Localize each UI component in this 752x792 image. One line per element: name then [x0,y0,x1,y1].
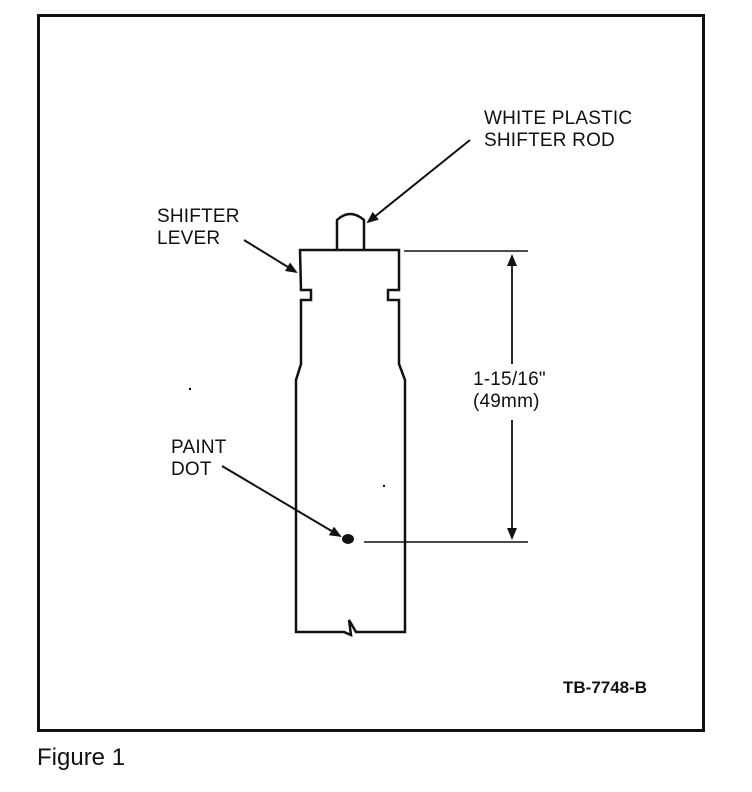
lever-label-line2: LEVER [157,228,221,249]
lever-label-line1: SHIFTER [157,206,240,227]
scan-speck [188,387,192,391]
lever-leader-arrow [243,239,298,274]
rod-leader-arrow [366,139,471,224]
paint-dot [342,534,354,544]
dot-label-line2: DOT [171,459,212,480]
rod-label-line2: SHIFTER ROD [484,130,615,151]
rod-label-line1: WHITE PLASTIC [484,108,633,129]
shifter-rod-outline [335,212,366,250]
dot-label-line1: PAINT [171,437,227,458]
figure-caption: Figure 1 [37,744,126,771]
figure-code: TB-7748-B [563,678,648,697]
dot-leader-arrow [221,465,342,538]
dimension-label-line2: (49mm) [473,391,540,412]
figure-frame [37,14,705,732]
scan-speck [382,484,386,488]
dimension-label-line1: 1-15/16" [473,369,546,390]
shifter-lever-outline [294,248,407,638]
